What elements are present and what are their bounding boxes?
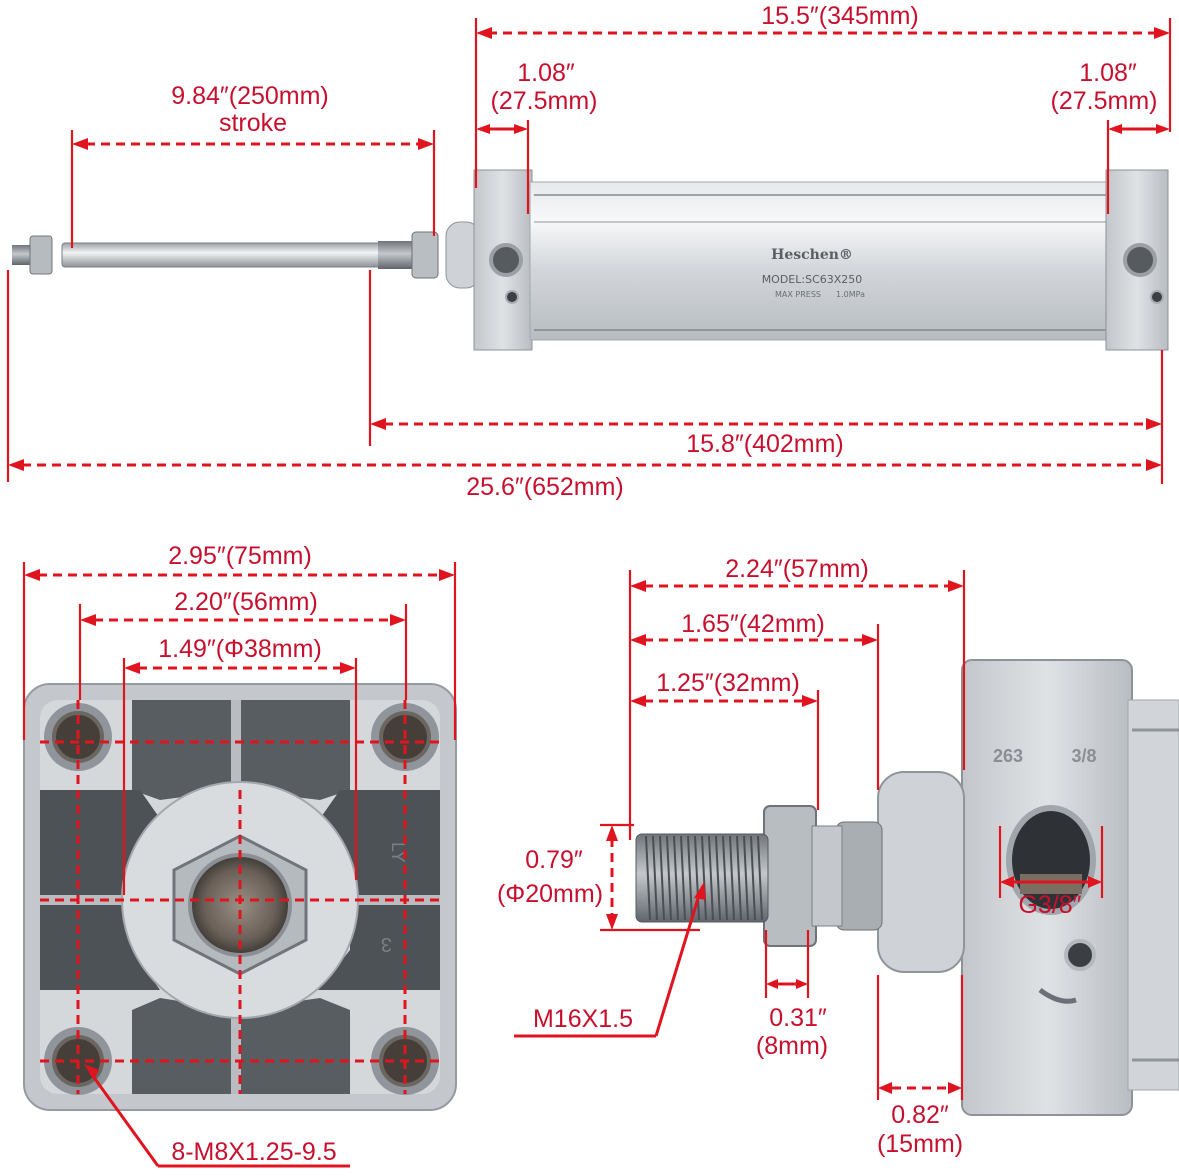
boss-diameter-text: 1.49″(Φ38mm): [158, 635, 322, 663]
front-screw-icon: [505, 290, 519, 304]
right-cap-mm: (27.5mm): [1051, 87, 1158, 115]
rod-dia-in: 0.79″: [525, 846, 583, 874]
nut-width-mm: (8mm): [756, 1032, 828, 1060]
left-cap-in: 1.08″: [517, 59, 575, 87]
dim-len-mid: 1.65″(42mm): [630, 610, 880, 790]
dim-rod-diameter: 0.79″ (Φ20mm): [497, 823, 700, 932]
len-thread-text: 1.25″(32mm): [656, 669, 800, 697]
right-cap-in: 1.08″: [1079, 59, 1137, 87]
pressure-value: 1.0MPa: [836, 290, 865, 299]
thread-groove: [701, 835, 707, 921]
dim-hole-spacing: 2.20″(56mm): [78, 588, 408, 700]
len-total-text: 2.24″(57mm): [725, 555, 869, 583]
rod-end-nut: [29, 235, 53, 275]
detail-boss: [877, 771, 965, 973]
thread-groove: [659, 835, 665, 921]
thread-groove: [666, 835, 672, 921]
stroke-word-text: stroke: [219, 109, 287, 137]
rod-nut-near-head: [411, 231, 439, 279]
rear-screw-icon: [1150, 290, 1164, 304]
boss-length-in: 0.82″: [891, 1101, 949, 1129]
pocket-left: [40, 790, 168, 990]
rod-thread-near-head: [378, 241, 414, 269]
len-mid-text: 1.65″(42mm): [681, 610, 825, 638]
pressure-label: MAX PRESS: [775, 290, 821, 299]
thread-groove: [743, 835, 749, 921]
rod-dia-mm: (Φ20mm): [497, 880, 603, 908]
thread-spec-text: M16X1.5: [533, 1005, 633, 1033]
dim-left-cap: 1.08″ (27.5mm): [476, 59, 597, 214]
overall-length-text: 25.6″(652mm): [466, 473, 624, 501]
end-view-cap: LY 3: [23, 683, 457, 1111]
brand-label: Heschen®: [771, 247, 853, 263]
dim-overall-body: 15.5″(345mm): [474, 2, 1172, 188]
stroke-value-text: 9.84″(250mm): [171, 82, 329, 110]
rear-port-icon: [1123, 243, 1157, 277]
thread-groove: [673, 835, 679, 921]
thread-groove: [736, 835, 742, 921]
dim-body-with-nut: 15.8″(402mm): [368, 270, 1164, 484]
thread-groove: [708, 835, 714, 921]
thread-groove: [750, 835, 756, 921]
rod-detail-view: 263 3/8: [635, 659, 1179, 1116]
dim-boss-diameter: 1.49″(Φ38mm): [122, 635, 358, 895]
thread-groove: [715, 835, 721, 921]
model-label: MODEL:SC63X250: [762, 273, 863, 286]
dim-stroke: 9.84″(250mm) stroke: [70, 82, 436, 248]
dim-right-cap: 1.08″ (27.5mm): [1051, 59, 1170, 214]
dim-boss-length: 0.82″ (15mm): [876, 975, 964, 1158]
mark-ly: LY: [388, 842, 408, 863]
detail-arc-mark: [1038, 987, 1077, 1004]
port-thread-text: G3/8″: [1018, 891, 1081, 919]
dim-len-thread: 1.25″(32mm): [630, 669, 820, 810]
overall-body-text: 15.5″(345mm): [761, 2, 919, 30]
dim-width-outer: 2.95″(75mm): [22, 542, 457, 740]
boss-length-mm: (15mm): [877, 1130, 963, 1158]
left-cap-mm: (27.5mm): [491, 87, 598, 115]
nut-width-in: 0.31″: [769, 1004, 827, 1032]
dim-overall-length: 25.6″(652mm): [6, 270, 1162, 501]
hole-spacing-text: 2.20″(56mm): [174, 588, 318, 616]
body-with-nut-text: 15.8″(402mm): [686, 430, 844, 458]
mark-3: 3: [381, 933, 392, 955]
thread-groove: [680, 835, 686, 921]
pocket-right: [312, 790, 440, 990]
thread-groove: [645, 835, 651, 921]
detail-screw-icon: [1064, 939, 1096, 971]
front-port-icon: [489, 243, 523, 277]
thread-groove: [722, 835, 728, 921]
side-view-cylinder: Heschen® MODEL:SC63X250 MAX PRESS 1.0MPa: [12, 169, 1169, 351]
piston-rod: [61, 242, 381, 268]
screw-spec-text: 8-M8X1.25-9.5: [171, 1138, 336, 1166]
port-mark-right: 3/8: [1071, 746, 1096, 766]
thread-callout: M16X1.5: [514, 882, 706, 1038]
port-mark-left: 263: [993, 746, 1023, 766]
dim-nut-width: 0.31″ (8mm): [756, 930, 828, 1060]
thread-groove: [652, 835, 658, 921]
thread-groove: [694, 835, 700, 921]
thread-groove: [757, 835, 763, 921]
thread-grooves: [645, 835, 763, 921]
rod-shoulder: [835, 821, 883, 931]
thread-groove: [729, 835, 735, 921]
thread-groove: [687, 835, 693, 921]
screw-callout: 8-M8X1.25-9.5: [84, 1064, 350, 1168]
width-outer-text: 2.95″(75mm): [168, 542, 312, 570]
detail-thread: [635, 833, 769, 923]
detail-nut: [763, 805, 817, 947]
dim-len-total: 2.24″(57mm): [628, 555, 966, 840]
dim-port: G3/8″: [998, 826, 1104, 919]
